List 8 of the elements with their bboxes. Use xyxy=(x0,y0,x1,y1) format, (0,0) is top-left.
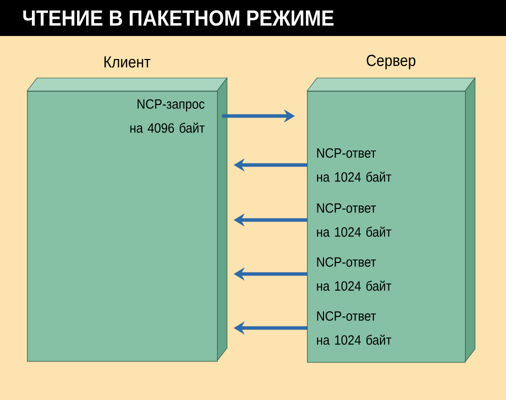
message-label: NCP-ответ на 1024 байт xyxy=(317,257,392,291)
message-label: NCP-запрос на 4096 байт xyxy=(130,99,205,133)
box-heading: Клиент xyxy=(104,56,150,68)
box-heading: Сервер xyxy=(366,54,416,70)
title-bar: ЧТЕНИЕ В ПАКЕТНОМ РЕЖИМЕ xyxy=(0,0,506,36)
message-label: NCP-ответ на 1024 байт xyxy=(317,311,392,345)
message-label: NCP-ответ на 1024 байт xyxy=(317,148,392,182)
message-label: NCP-ответ на 1024 байт xyxy=(317,203,392,237)
